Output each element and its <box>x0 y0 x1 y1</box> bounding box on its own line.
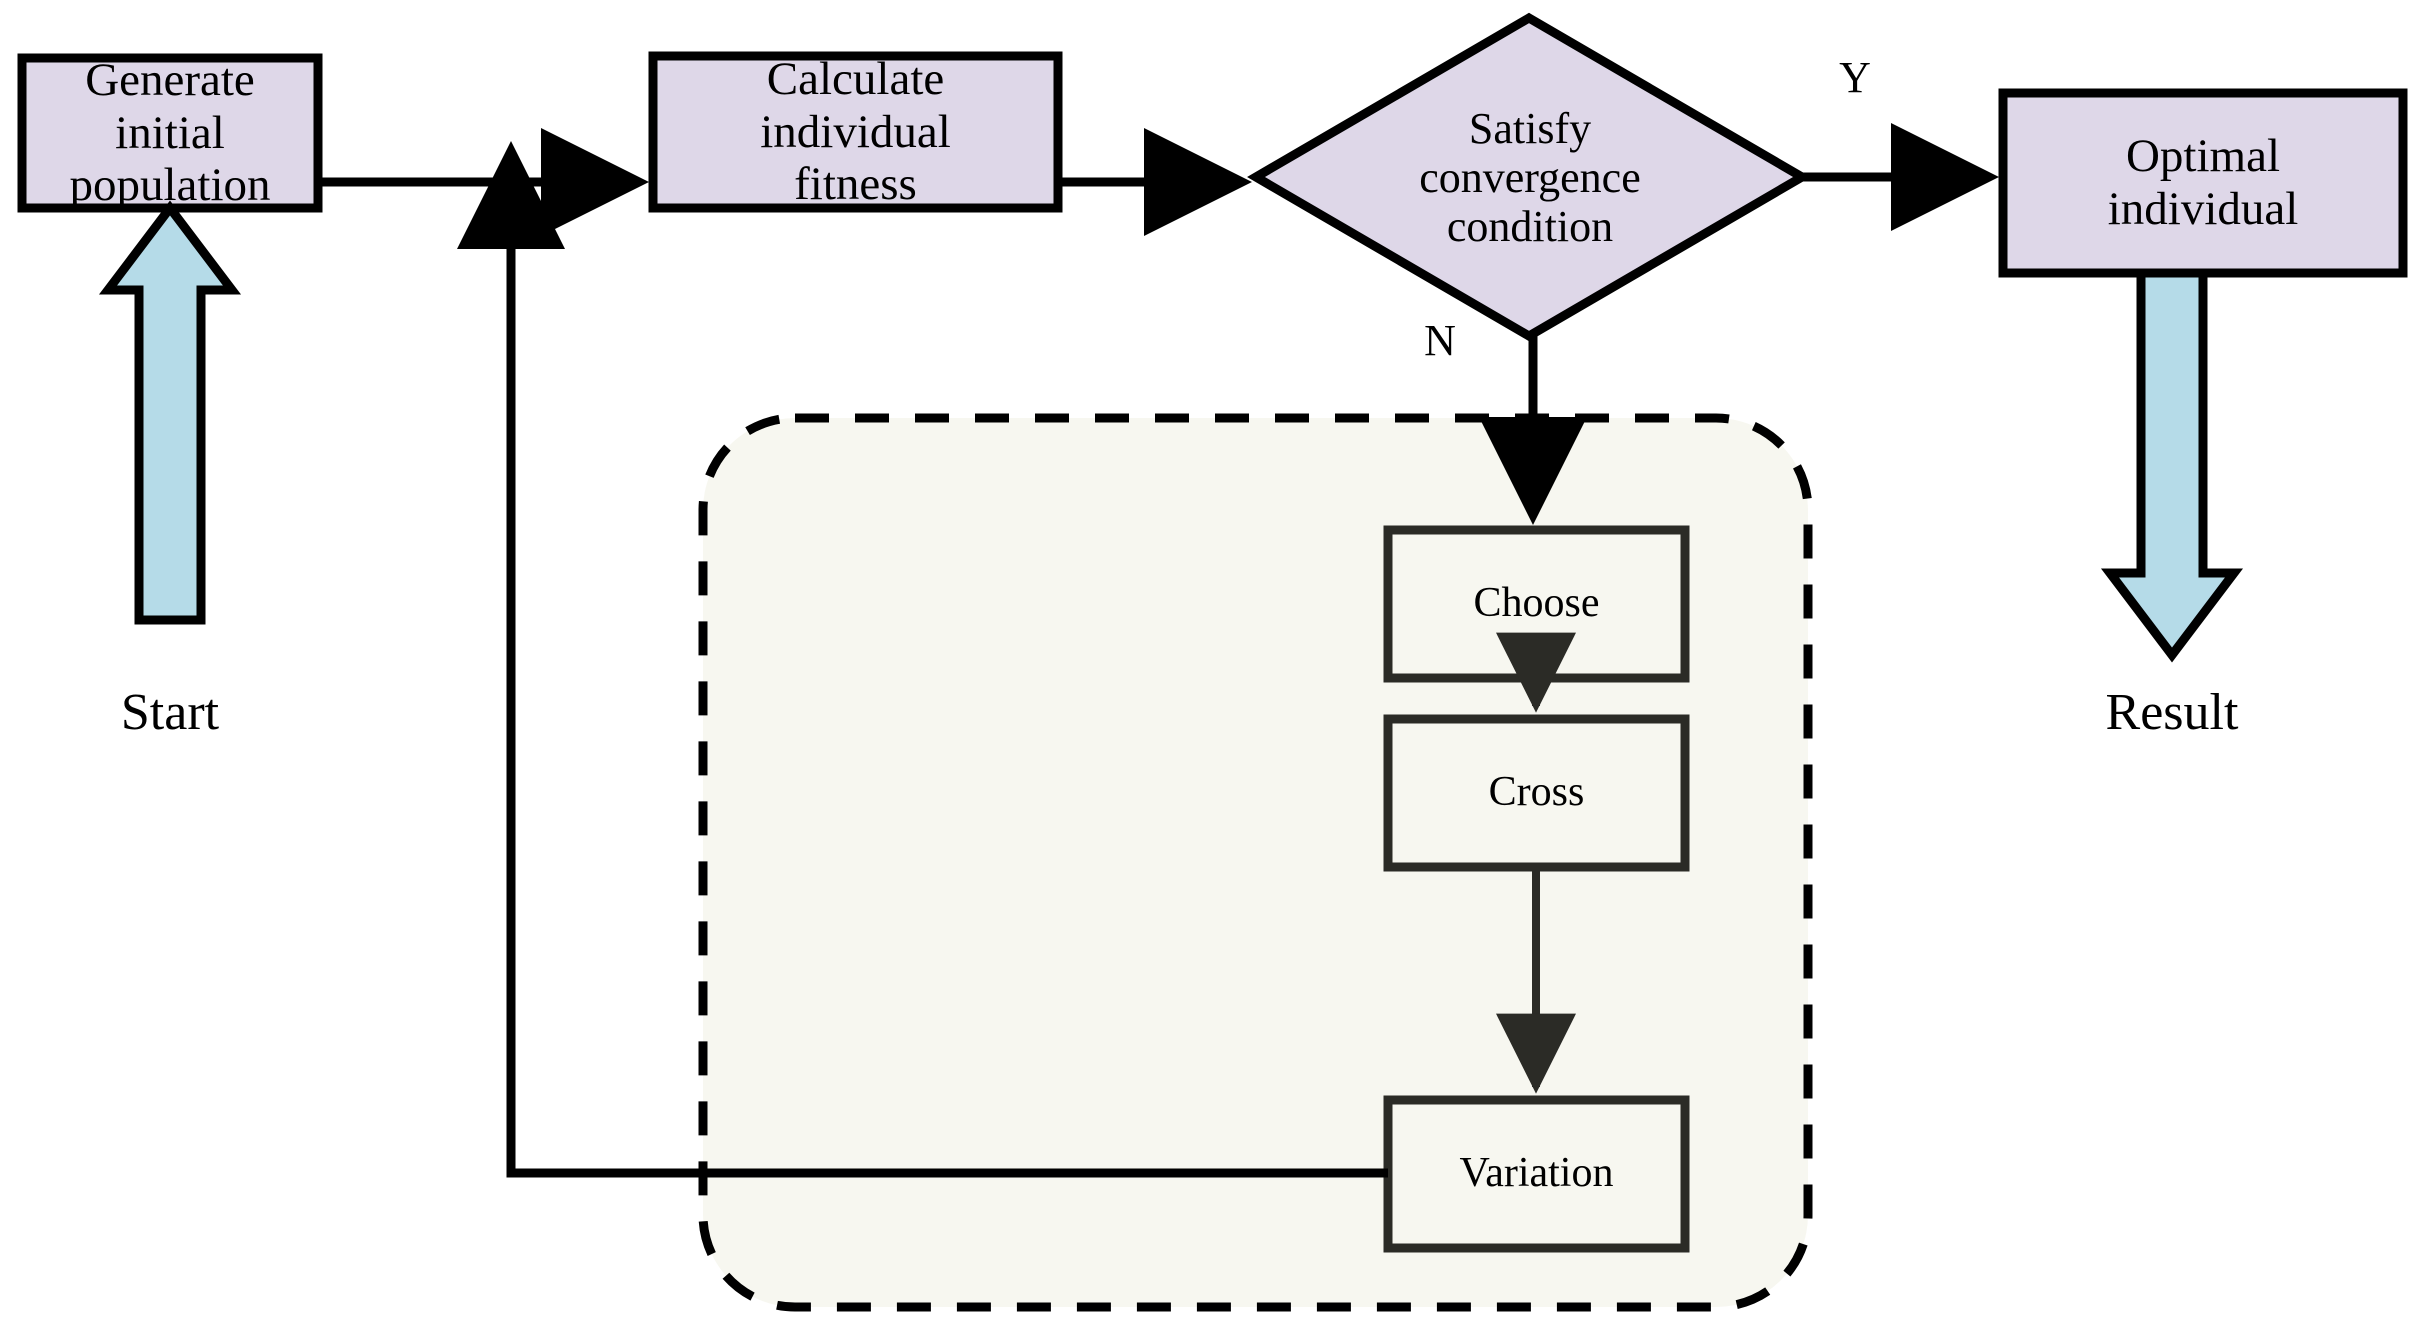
node-variation[interactable] <box>1383 1095 1690 1253</box>
start-caption: Start <box>120 684 220 741</box>
node-generate-initial-population[interactable] <box>17 53 323 213</box>
edge-label-yes: Y <box>1839 53 1871 102</box>
result-caption: Result <box>2105 684 2239 741</box>
node-calculate-individual-fitness[interactable] <box>648 51 1063 213</box>
result-block-arrow-icon <box>2100 268 2244 663</box>
node-optimal-individual[interactable] <box>1998 88 2408 278</box>
start-block-arrow-icon <box>98 200 242 625</box>
node-choose[interactable] <box>1383 525 1690 683</box>
edge-label-no: N <box>1424 316 1456 365</box>
node-satisfy-convergence-condition[interactable] <box>1247 12 1811 342</box>
edge-variation-to-calculate-feedback <box>457 141 1388 1178</box>
node-cross[interactable] <box>1383 714 1690 872</box>
